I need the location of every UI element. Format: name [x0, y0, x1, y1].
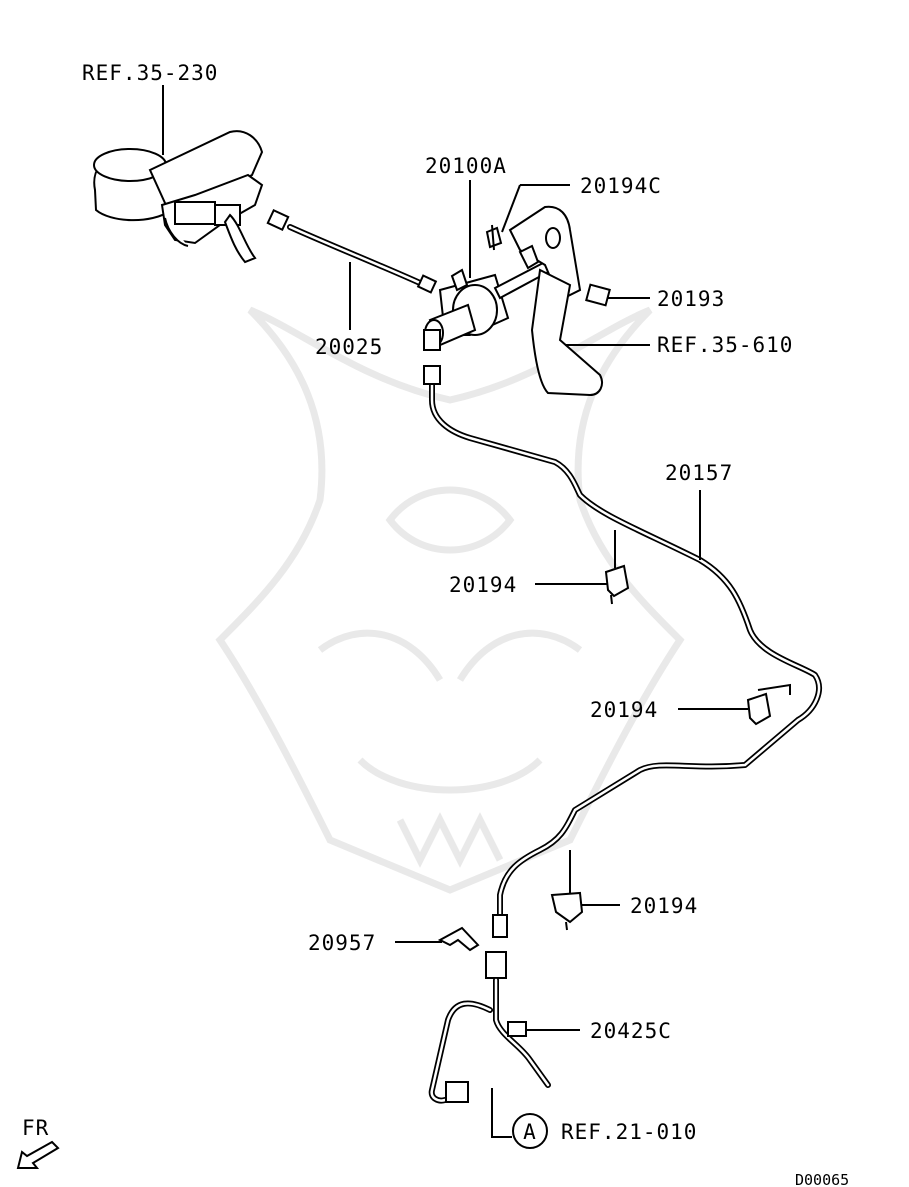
label-20193: 20193 — [657, 287, 725, 311]
clip-20194c — [485, 224, 503, 251]
front-label: FR — [22, 1116, 49, 1140]
clip-20194-middle — [746, 683, 791, 726]
label-20157: 20157 — [665, 461, 733, 485]
hose-20025 — [266, 208, 438, 294]
label-20957: 20957 — [308, 931, 376, 955]
label-20194-lower: 20194 — [630, 894, 698, 918]
pin-20193 — [585, 283, 611, 307]
clutch-master-cylinder — [423, 260, 554, 351]
pedal-bracket — [508, 205, 603, 397]
leader-lines — [162, 85, 748, 1138]
watermark-emblem — [215, 306, 685, 894]
label-20100a: 20100A — [425, 154, 507, 178]
ref-marker-a-letter: A — [523, 1120, 537, 1144]
reservoir-assembly — [93, 130, 264, 264]
clip-20194-lower — [550, 891, 584, 931]
label-20194-middle: 20194 — [590, 698, 658, 722]
label-ref-35-230: REF.35-230 — [82, 61, 218, 85]
label-20025: 20025 — [315, 335, 383, 359]
label-ref-35-610: REF.35-610 — [657, 333, 793, 357]
label-20194c: 20194C — [580, 174, 662, 198]
clutch-hose-20425c — [428, 951, 551, 1104]
label-20194-upper: 20194 — [449, 573, 517, 597]
clip-20957 — [437, 926, 480, 952]
front-arrow-icon — [16, 1140, 60, 1169]
diagram-code: D00065 — [795, 1171, 849, 1187]
label-20425c: 20425C — [590, 1019, 672, 1043]
front-direction-indicator: FR — [16, 1116, 60, 1169]
ref-marker-a: A — [512, 1113, 548, 1149]
label-ref-21-010: REF.21-010 — [561, 1120, 697, 1144]
clutch-pipe-20157 — [423, 365, 822, 938]
clip-20194-upper — [604, 564, 630, 605]
